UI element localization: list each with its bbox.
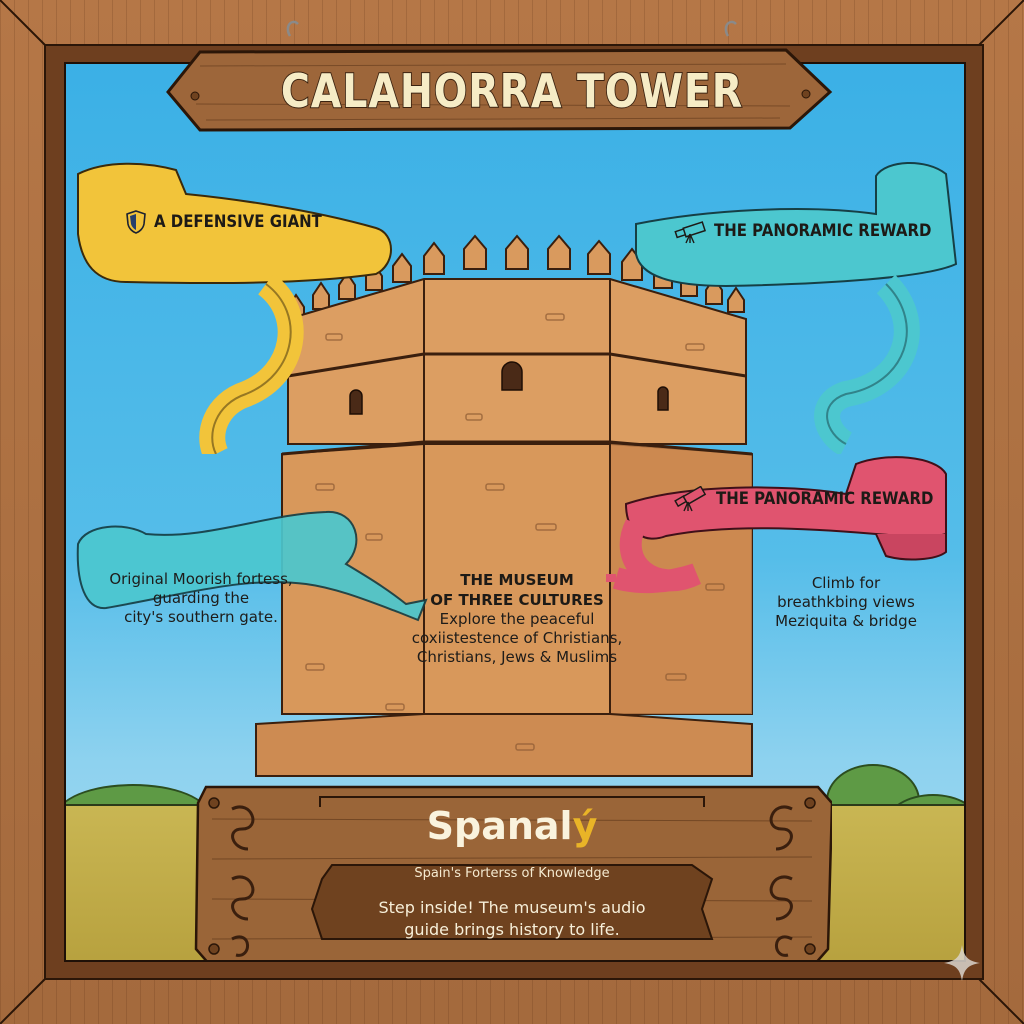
cta-line1: Step inside! The museum's audio [378,898,646,917]
center-note-line3: Christians, Jews & Muslims [416,648,618,666]
banner-defensive-label: A DEFENSIVE GIANT [154,212,322,232]
brand-logo-main: Spanal [426,804,573,848]
title-sign-board [166,20,833,132]
left-note-line2: guarding the [152,589,250,607]
page-title: CALAHORRA TOWER [280,63,744,119]
center-note-line2: coxiistestence of Christians, [411,629,623,647]
banner-panoramic-top-label: THE PANORAMIC REWARD [714,221,932,241]
right-note: Climb for breathkbing views Meziquita & … [756,574,936,631]
right-note-line2: breathkbing views [777,593,915,611]
left-note-line1: Original Moorish fortess, [109,570,293,588]
center-note-heading1: THE MUSEUM [460,571,574,589]
brand-logo-accent: ý [572,804,598,848]
scene: A DEFENSIVE GIANT THE PANORAMIC REWARD [64,62,966,962]
ribbon-defensive [77,162,392,454]
telescope-icon [674,486,707,512]
center-note-line1: Explore the peaceful [439,610,595,628]
ribbon-panoramic-mid [606,456,947,594]
left-note: Original Moorish fortess, guarding the c… [86,570,316,627]
ribbon-left-arrow [76,510,428,622]
banner-panoramic-top: THE PANORAMIC REWARD [674,218,961,244]
bottom-wood-sign [194,785,832,960]
center-note-heading2: OF THREE CULTURES [430,591,604,609]
right-note-line1: Climb for [811,574,881,592]
shield-icon [126,210,146,234]
sparkle-icon [944,945,980,981]
center-note: THE MUSEUM OF THREE CULTURES Explore the… [402,570,632,667]
cta-line2: guide brings history to life. [404,920,620,939]
ribbon-panoramic-top [635,162,958,454]
banner-defensive: A DEFENSIVE GIANT [126,210,345,234]
cta-text: Step inside! The museum's audio guide br… [192,897,832,941]
banner-panoramic-mid-label: THE PANORAMIC REWARD [716,489,934,509]
banner-panoramic-mid: THE PANORAMIC REWARD [674,486,963,512]
right-note-line3: Meziquita & bridge [775,612,917,630]
telescope-icon [674,221,707,244]
left-note-line3: city's southern gate. [124,608,278,626]
brand-logo: Spanalý [192,804,832,848]
brand-tagline: Spain's Forterss of Knowledge [414,866,610,881]
